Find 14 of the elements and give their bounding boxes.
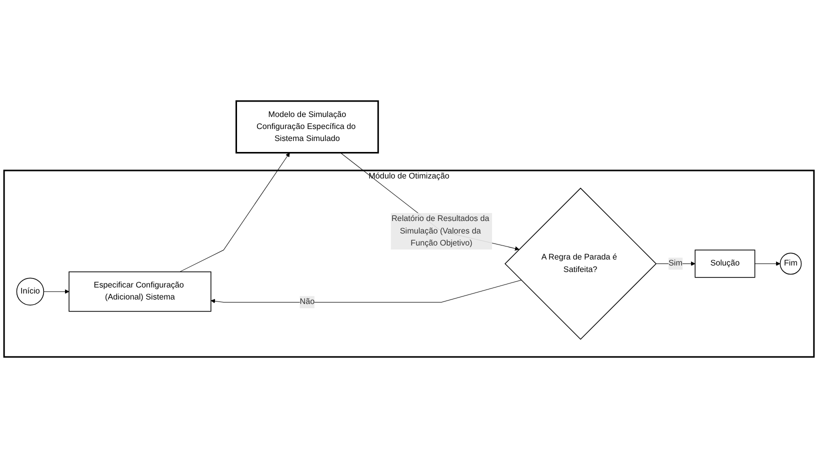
arrow <box>754 261 780 266</box>
arrow <box>180 152 290 272</box>
node-circle: Início <box>16 278 44 306</box>
arrow <box>210 280 522 304</box>
edge-label: Relatório de Resultados da Simulação (Valores da Função Objetivo) <box>391 214 490 248</box>
node-box: Modelo de Simulação Configuração Específica do Sistema Simulado <box>236 100 379 154</box>
node-box: Especificar Configuração (Adicional) Sistema <box>68 271 212 312</box>
node-diamond: A Regra de Parada é Satifeita? <box>504 188 657 340</box>
node-box: Solução <box>694 250 756 278</box>
arrow <box>340 152 520 251</box>
node-circle: Fim <box>780 252 802 275</box>
edge-label: Não <box>300 298 315 306</box>
arrow <box>43 289 70 294</box>
edge-label: Sim <box>668 259 682 268</box>
